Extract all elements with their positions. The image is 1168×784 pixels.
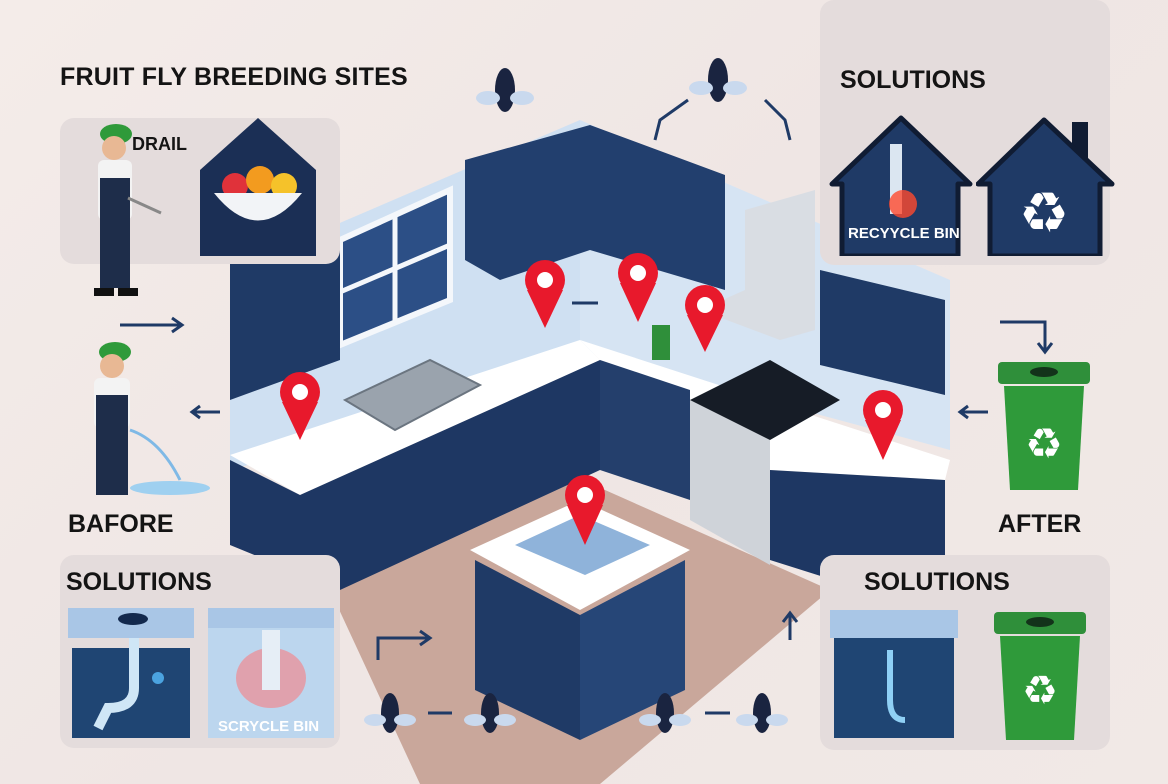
before-label: BAFORE: [68, 510, 174, 538]
worker-label: DRAIL: [132, 134, 187, 154]
fruit-bowl-house-icon: [200, 118, 316, 256]
recycle-icon: ♻: [1019, 181, 1069, 246]
svg-text:♻: ♻: [1022, 668, 1058, 714]
pin-icon: [618, 253, 658, 322]
recycle-bin-icon: ♻: [994, 612, 1086, 740]
pin-icon: [685, 285, 725, 352]
solutions-title: SOLUTIONS: [840, 66, 986, 94]
fly-icon: [464, 693, 516, 733]
island-front-left: [475, 560, 580, 740]
fly-icon: [476, 68, 534, 112]
sink-drain-pipe-illustration: [68, 608, 194, 738]
upper-cabinet-right: [820, 270, 945, 395]
after-label: AFTER: [998, 510, 1082, 538]
recycle-bin-icon: ♻: [998, 362, 1090, 490]
drain-house-icon: [829, 115, 973, 256]
page-title: FRUIT FLY BREEDING SITES: [60, 63, 408, 91]
pin-icon: [525, 260, 565, 328]
house-caption: RECYYCLE BIN: [848, 225, 960, 242]
stove: [690, 400, 770, 565]
svg-text:♻: ♻: [1025, 419, 1063, 468]
island-front-right: [580, 560, 685, 740]
image-caption: SCRYCLE BIN: [218, 718, 320, 735]
cooktop: [690, 360, 840, 440]
sink: [342, 358, 483, 432]
clogged-drain-illustration: [208, 608, 334, 738]
worker-spraying-illustration: [94, 124, 162, 296]
range-hood: [700, 190, 815, 340]
counter-bin-icon: [652, 325, 670, 360]
worker-cleaning-drain-illustration: [94, 342, 210, 495]
upper-cabinets-corner: [465, 125, 725, 290]
fly-icon: [364, 693, 416, 733]
upper-cabinet-left: [230, 220, 340, 400]
clean-drain-illustration: [830, 610, 958, 738]
fly-icon: [639, 693, 691, 733]
pin-icon: [863, 390, 903, 460]
pin-icon: [565, 475, 605, 545]
breeding-site-pins: [280, 253, 903, 545]
island-sink: [515, 515, 650, 575]
fly-icon: [736, 693, 788, 733]
lower-cabinets-left: [230, 360, 600, 590]
fly-icon: [689, 58, 747, 102]
fruit-flies: [151, 58, 788, 733]
pin-icon: [280, 372, 320, 440]
recycle-house-icon: ♻: [976, 117, 1115, 256]
solutions-title: SOLUTIONS: [864, 568, 1010, 596]
lower-cabinets-right: [600, 360, 690, 500]
flow-arrows: [120, 98, 1054, 715]
solutions-title: SOLUTIONS: [66, 568, 212, 596]
